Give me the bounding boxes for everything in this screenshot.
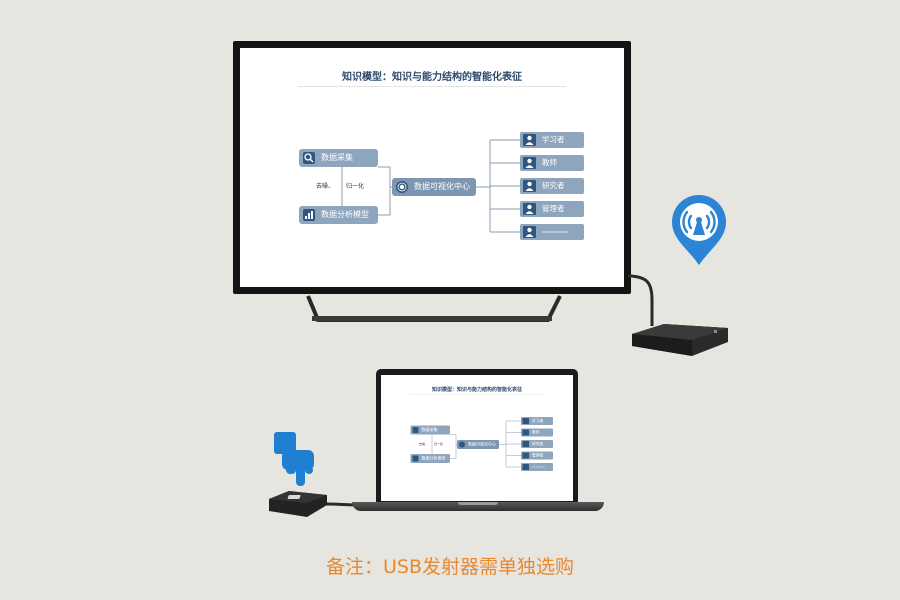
tv-slide: 知识模型：知识与能力结构的智能化表征	[240, 48, 624, 287]
edge-label-denoise: 去噪、	[419, 442, 429, 447]
role-item: 研究者	[521, 440, 553, 448]
role-label: 管理者	[532, 453, 544, 458]
data-collection-node: 数据采集	[410, 425, 450, 435]
role-placeholder-line	[532, 466, 545, 468]
role-item	[521, 463, 553, 471]
user-icon	[522, 464, 529, 470]
visualization-center-label: 数据可视化中心	[468, 442, 496, 447]
role-item: 学习者	[520, 132, 584, 148]
user-icon	[523, 157, 536, 169]
data-analysis-label: 数据分析模型	[321, 210, 369, 219]
data-analysis-node: 数据分析模型	[410, 454, 450, 463]
user-icon	[523, 203, 536, 215]
laptop-notch	[458, 502, 498, 505]
data-analysis-node: 数据分析模型	[299, 206, 378, 224]
chart-icon	[412, 455, 419, 462]
tv-stand	[278, 294, 586, 322]
role-item: 研究者	[520, 178, 584, 194]
hub-icon	[396, 181, 408, 193]
role-label: 研究者	[542, 181, 565, 190]
laptop-base	[352, 502, 604, 511]
role-placeholder-line	[542, 231, 568, 233]
data-analysis-label: 数据分析模型	[421, 456, 446, 461]
role-item	[520, 224, 584, 240]
role-label: 学习者	[542, 135, 565, 144]
role-item: 教师	[521, 428, 553, 437]
data-collection-node: 数据采集	[299, 149, 378, 167]
footnote-caption: 备注：USB发射器需单独选购	[325, 556, 574, 578]
user-icon	[522, 441, 529, 447]
user-icon	[522, 429, 529, 436]
role-item: 学习者	[521, 417, 553, 425]
user-icon	[522, 418, 529, 424]
edge-label-denoise: 去噪、	[316, 183, 335, 190]
role-label: 研究者	[532, 441, 544, 447]
chart-icon	[303, 209, 315, 221]
pointing-hand-icon	[272, 430, 316, 488]
laptop-slide: 知识模型：知识与能力结构的智能化表征	[381, 375, 573, 495]
role-label: 学习者	[532, 418, 544, 424]
role-item: 教师	[520, 155, 584, 171]
visualization-center-label: 数据可视化中心	[414, 182, 470, 191]
slide-connectors	[341, 139, 520, 233]
visualization-center-node: 数据可视化中心	[457, 440, 499, 449]
laptop-screen: 知识模型：知识与能力结构的智能化表征	[381, 375, 573, 501]
user-icon	[523, 226, 536, 238]
slide-title: 知识模型：知识与能力结构的智能化表征	[432, 387, 522, 393]
laptop-lid: 知识模型：知识与能力结构的智能化表征	[376, 369, 578, 503]
data-collection-label: 数据采集	[421, 427, 438, 433]
user-icon	[523, 180, 536, 192]
tv-screen: 知识模型：知识与能力结构的智能化表征	[240, 48, 624, 287]
edge-label-normalize: 归一化	[346, 183, 365, 190]
data-collection-label: 数据采集	[321, 153, 353, 162]
edge-label-normalize: 归一化	[434, 442, 444, 447]
slide-divider	[410, 394, 544, 395]
role-item: 管理者	[521, 451, 553, 460]
role-label: 教师	[532, 430, 540, 435]
search-icon	[303, 152, 315, 164]
role-label: 教师	[542, 158, 557, 167]
user-icon	[522, 452, 529, 459]
slide-title: 知识模型：知识与能力结构的智能化表征	[342, 72, 522, 83]
wireless-receiver-box	[630, 322, 730, 362]
visualization-center-node: 数据可视化中心	[392, 178, 476, 196]
slide-connectors	[431, 420, 521, 468]
role-label: 管理者	[542, 204, 565, 213]
search-icon	[412, 427, 419, 433]
wifi-signal-icon	[670, 195, 728, 267]
user-icon	[523, 134, 536, 146]
tv-display: 知识模型：知识与能力结构的智能化表征	[233, 41, 631, 294]
hub-icon	[459, 441, 465, 448]
role-item: 管理者	[520, 201, 584, 217]
usb-transmitter[interactable]	[267, 489, 329, 519]
slide-divider	[298, 86, 566, 87]
